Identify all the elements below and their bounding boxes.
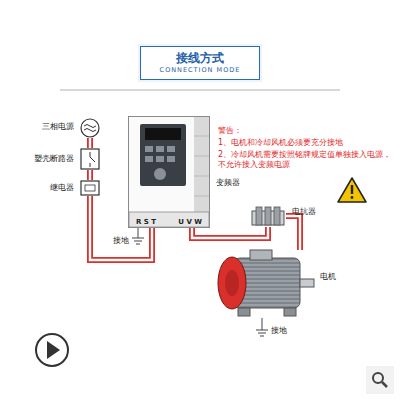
subtitle-rule	[60, 89, 340, 91]
circuit-breaker-shape	[80, 148, 100, 170]
motor-shape	[210, 250, 314, 318]
power-wire	[192, 227, 268, 238]
title-box: 接线方式 CONNECTION MODE	[140, 46, 260, 80]
play-button	[36, 334, 68, 366]
terminal-label: U V W	[178, 218, 202, 226]
inverter: R S TU V W变频器	[128, 116, 210, 228]
component-label: 电抗器	[292, 207, 316, 217]
title-subtext: CONNECTION MODE	[141, 67, 259, 75]
ground-label: 接地	[271, 326, 287, 336]
power-wire	[90, 138, 91, 148]
component-label: 电机	[320, 272, 336, 282]
inverter-shape	[128, 116, 210, 228]
warning-note: 2、冷却风机需要按照铭牌规定值单独接入电源，不允许接入变频电源	[218, 150, 394, 170]
component-label: 塑壳断路器	[34, 154, 74, 164]
ground-symbol	[256, 318, 268, 336]
terminal-label: R S T	[136, 218, 156, 226]
warning-icon	[338, 178, 366, 202]
power-wire	[90, 170, 91, 180]
power-source: 三相电源	[80, 118, 100, 138]
reactor: 电抗器	[250, 205, 286, 227]
warning-note: 1、电机和冷却风机必须要充分接地	[218, 138, 394, 148]
title-text: 接线方式	[141, 51, 259, 65]
component-label: 继电器	[50, 183, 74, 193]
component-label: 变频器	[216, 178, 240, 188]
component-label: 三相电源	[42, 122, 74, 132]
ground-symbol	[132, 228, 144, 244]
zoom-icon	[366, 366, 394, 394]
ground-label: 接地	[113, 236, 129, 246]
reactor-shape	[250, 205, 286, 227]
warning-heading: 警告：	[218, 126, 242, 136]
power-wire	[286, 216, 300, 250]
relay-shape	[80, 180, 100, 196]
power-source-shape	[80, 118, 100, 138]
relay: 继电器	[80, 180, 100, 196]
motor: 电机	[210, 250, 314, 318]
circuit-breaker: 塑壳断路器	[80, 148, 100, 170]
